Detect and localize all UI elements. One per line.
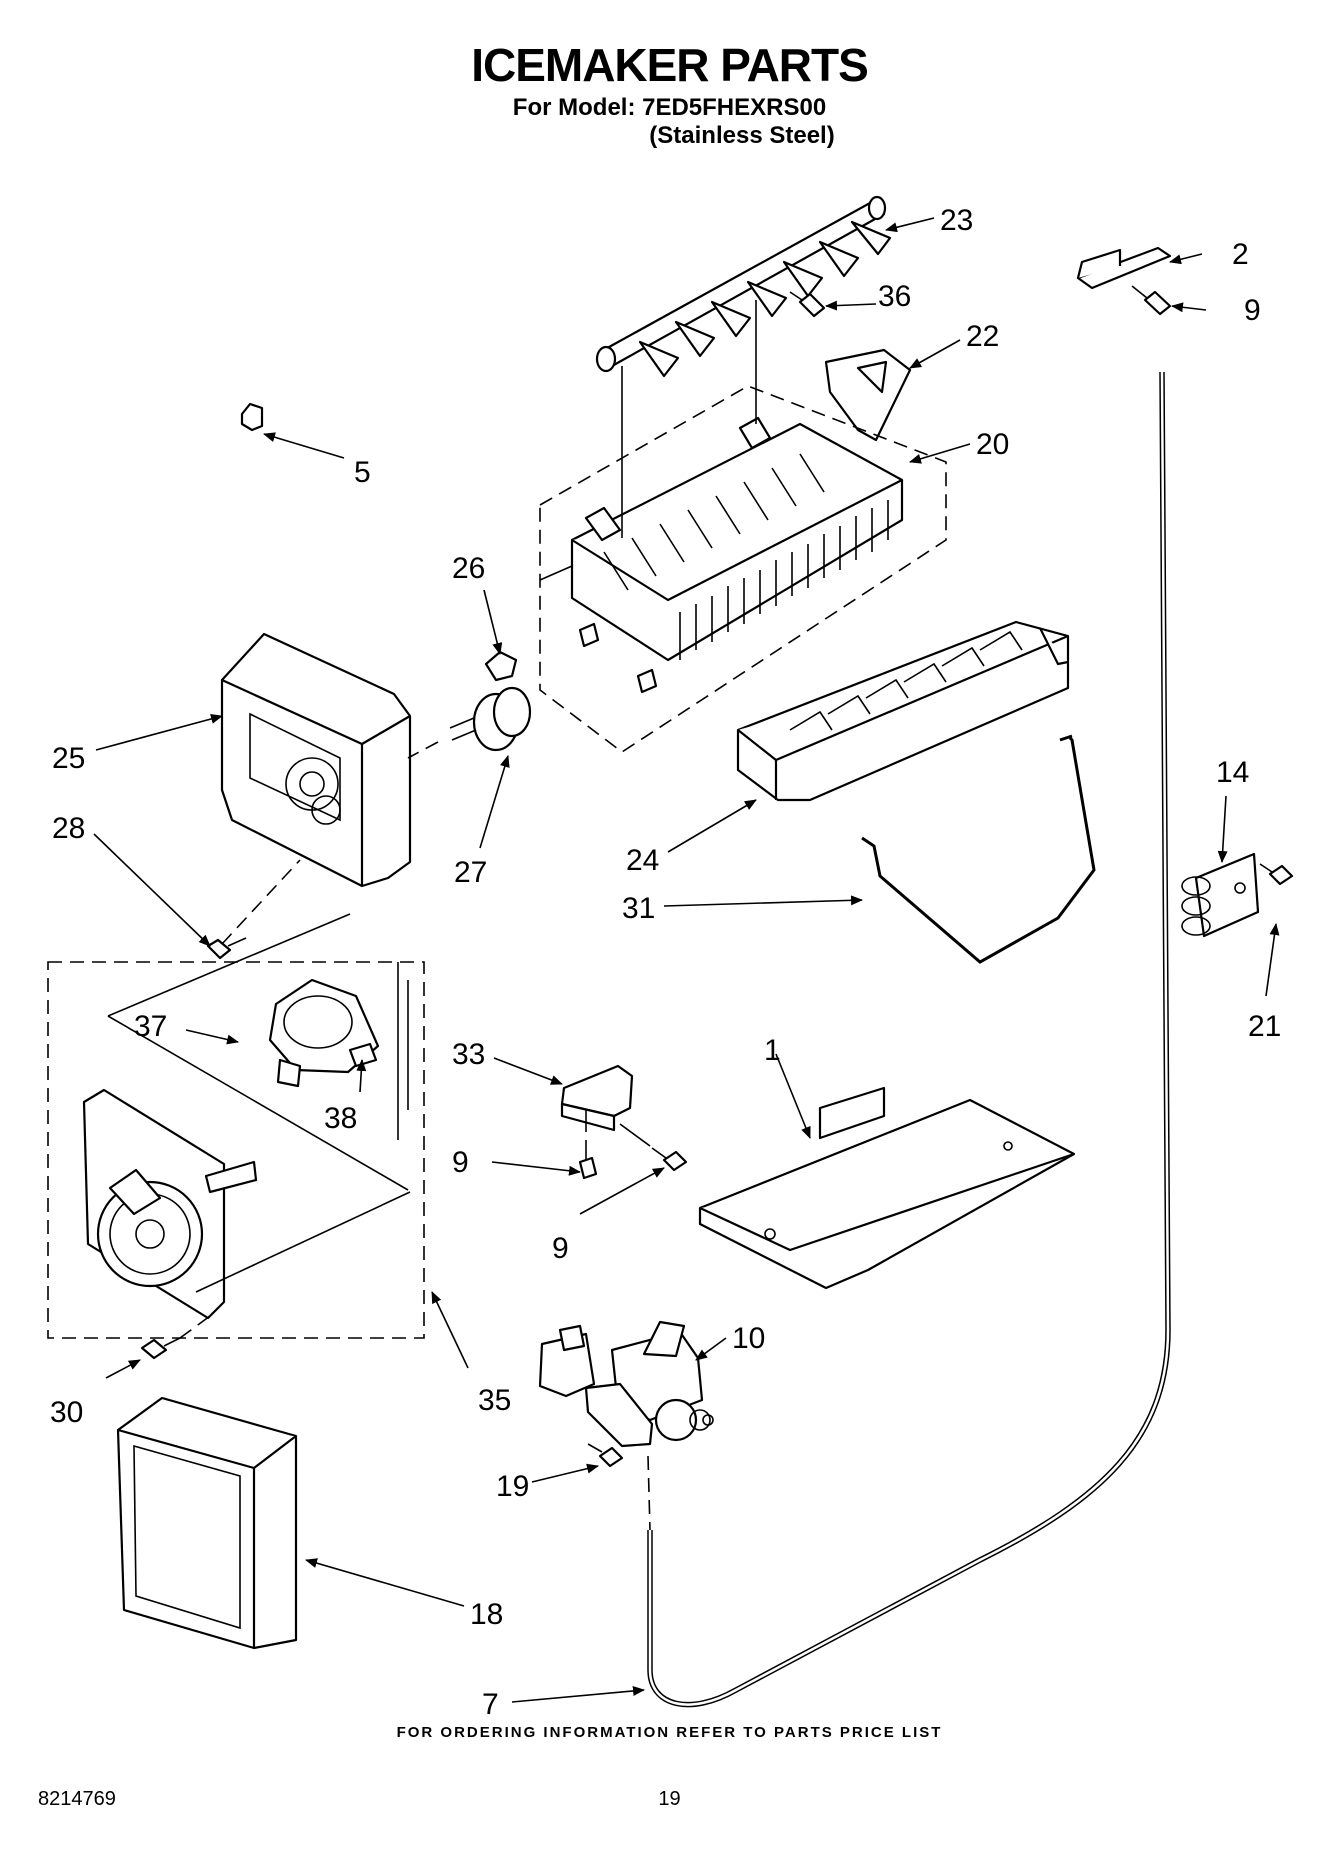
callout-36: 36 bbox=[878, 280, 911, 313]
callout-18: 18 bbox=[470, 1598, 503, 1631]
part-10-water-valve bbox=[538, 1320, 714, 1448]
part-30-screw bbox=[140, 1337, 181, 1360]
callout-25: 25 bbox=[52, 742, 85, 775]
callout-9-mid-left: 9 bbox=[452, 1146, 469, 1179]
callout-leaders bbox=[93, 217, 1280, 1703]
callout-9-mid-right: 9 bbox=[552, 1232, 569, 1265]
page-title: ICEMAKER PARTS bbox=[471, 39, 869, 91]
part-14-clamp bbox=[1181, 852, 1260, 938]
part-24-stripper bbox=[736, 620, 1070, 802]
callout-10: 10 bbox=[732, 1322, 765, 1355]
part-35-assembly-outline bbox=[47, 961, 425, 1339]
callout-31: 31 bbox=[622, 892, 655, 925]
part-23-ejector bbox=[595, 195, 892, 378]
part-28-screw bbox=[206, 937, 247, 960]
callout-23: 23 bbox=[940, 204, 973, 237]
part-33-bracket bbox=[560, 1064, 634, 1132]
callout-38: 38 bbox=[324, 1102, 357, 1135]
callout-30: 30 bbox=[50, 1396, 83, 1429]
part-2-clip bbox=[1076, 246, 1172, 290]
model-line: For Model: 7ED5FHEXRS00 bbox=[512, 94, 827, 121]
finish-line: (Stainless Steel) bbox=[649, 122, 835, 149]
callout-19: 19 bbox=[496, 1470, 529, 1503]
callout-26: 26 bbox=[452, 552, 485, 585]
callout-21: 21 bbox=[1248, 1010, 1281, 1043]
document-number: 8214769 bbox=[38, 1788, 116, 1810]
callout-27: 27 bbox=[454, 856, 487, 889]
part-27-thermostat bbox=[449, 686, 532, 752]
part-21-screw bbox=[1259, 863, 1294, 886]
part-9-screw-top bbox=[1131, 285, 1172, 316]
part-26-clip bbox=[484, 650, 518, 682]
callout-35: 35 bbox=[478, 1384, 511, 1417]
callout-1: 1 bbox=[764, 1034, 781, 1067]
part-25-module-cover bbox=[220, 632, 412, 888]
part-18-panel bbox=[116, 1396, 298, 1650]
callout-5: 5 bbox=[354, 456, 371, 489]
callout-2: 2 bbox=[1232, 238, 1249, 271]
part-7-water-tube-inner bbox=[648, 371, 1170, 1706]
part-1-mounting-plate bbox=[698, 1086, 1076, 1290]
part-20-mold bbox=[539, 416, 904, 694]
part-22-fill-cup bbox=[824, 348, 912, 442]
callout-33: 33 bbox=[452, 1038, 485, 1071]
part-36-screw bbox=[789, 291, 826, 318]
page-number: 19 bbox=[658, 1788, 681, 1810]
callout-14: 14 bbox=[1216, 756, 1249, 789]
part-35-module-housing bbox=[82, 1088, 258, 1320]
part-31-shutoff-arm bbox=[861, 734, 1096, 964]
callout-7: 7 bbox=[482, 1688, 499, 1721]
part-9-screw-mid-right bbox=[651, 1147, 688, 1172]
part-20-assembly-outline bbox=[539, 385, 947, 753]
callout-9-top: 9 bbox=[1244, 294, 1261, 327]
callout-37: 37 bbox=[134, 1010, 167, 1043]
part-5-clip bbox=[240, 402, 264, 432]
part-19-screw bbox=[587, 1443, 624, 1468]
callout-22: 22 bbox=[966, 320, 999, 353]
alignment-lines bbox=[107, 300, 757, 1531]
callout-labels: 23 2 9 36 22 20 5 26 25 27 28 24 31 14 2… bbox=[50, 204, 1281, 1721]
ordering-note: FOR ORDERING INFORMATION REFER TO PARTS … bbox=[396, 1724, 943, 1741]
callout-24: 24 bbox=[626, 844, 659, 877]
callout-20: 20 bbox=[976, 428, 1009, 461]
callout-28: 28 bbox=[52, 812, 85, 845]
part-9-screw-mid-left bbox=[578, 1140, 598, 1180]
